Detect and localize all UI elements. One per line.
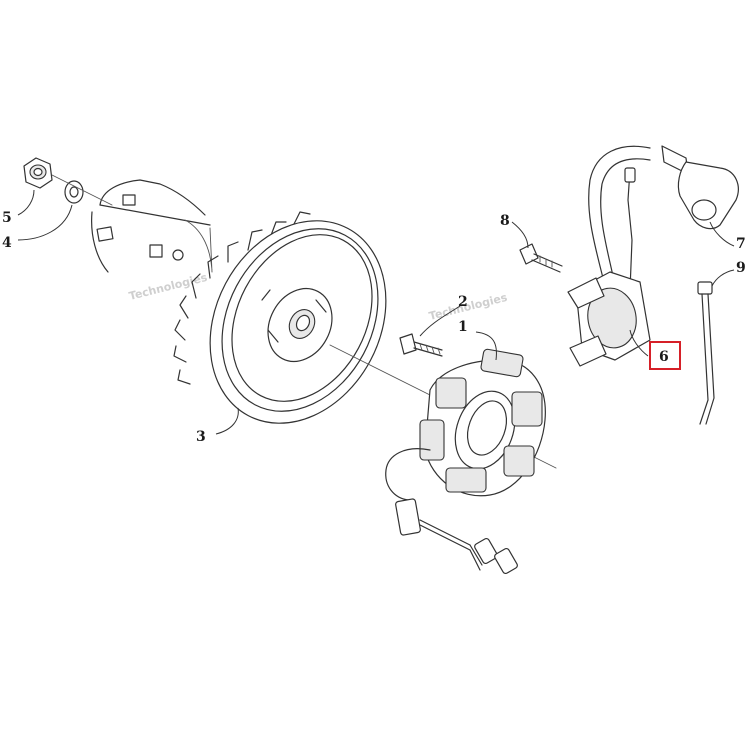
leader-line xyxy=(475,331,497,361)
callout-4[interactable]: 4 xyxy=(2,235,12,251)
stator-part[interactable] xyxy=(385,348,546,575)
leader-line xyxy=(215,407,239,435)
axis-line xyxy=(51,174,113,206)
watermark: Technologies xyxy=(128,271,209,303)
leader-line xyxy=(17,204,73,241)
callout-5[interactable]: 5 xyxy=(2,210,12,226)
starter-cup xyxy=(91,179,213,273)
ignition-coil-part[interactable] xyxy=(567,145,651,367)
callout-7[interactable]: 7 xyxy=(736,236,746,252)
axis-line xyxy=(329,344,431,396)
washer-part[interactable] xyxy=(64,180,84,204)
callout-6[interactable]: 6 xyxy=(659,349,669,365)
coil-bolt-part[interactable] xyxy=(519,243,563,273)
callout-2[interactable]: 2 xyxy=(458,294,468,310)
leader-line xyxy=(629,329,649,357)
stator-screw-part[interactable] xyxy=(399,333,443,357)
callout-highlight-box xyxy=(649,341,681,370)
leader-line xyxy=(17,189,35,216)
leader-line xyxy=(711,269,735,287)
leader-line xyxy=(709,221,735,247)
cable-tie-part[interactable] xyxy=(697,281,715,425)
callout-8[interactable]: 8 xyxy=(500,213,510,229)
callout-9[interactable]: 9 xyxy=(736,260,746,276)
flywheel-part[interactable] xyxy=(173,190,420,454)
callout-1[interactable]: 1 xyxy=(458,319,468,335)
nut-part[interactable] xyxy=(23,157,53,189)
leader-line xyxy=(511,221,529,249)
watermark: Technologies xyxy=(428,291,509,323)
leader-line xyxy=(419,305,461,337)
spark-plug-cap-part[interactable] xyxy=(661,145,739,230)
callout-3[interactable]: 3 xyxy=(196,429,206,445)
